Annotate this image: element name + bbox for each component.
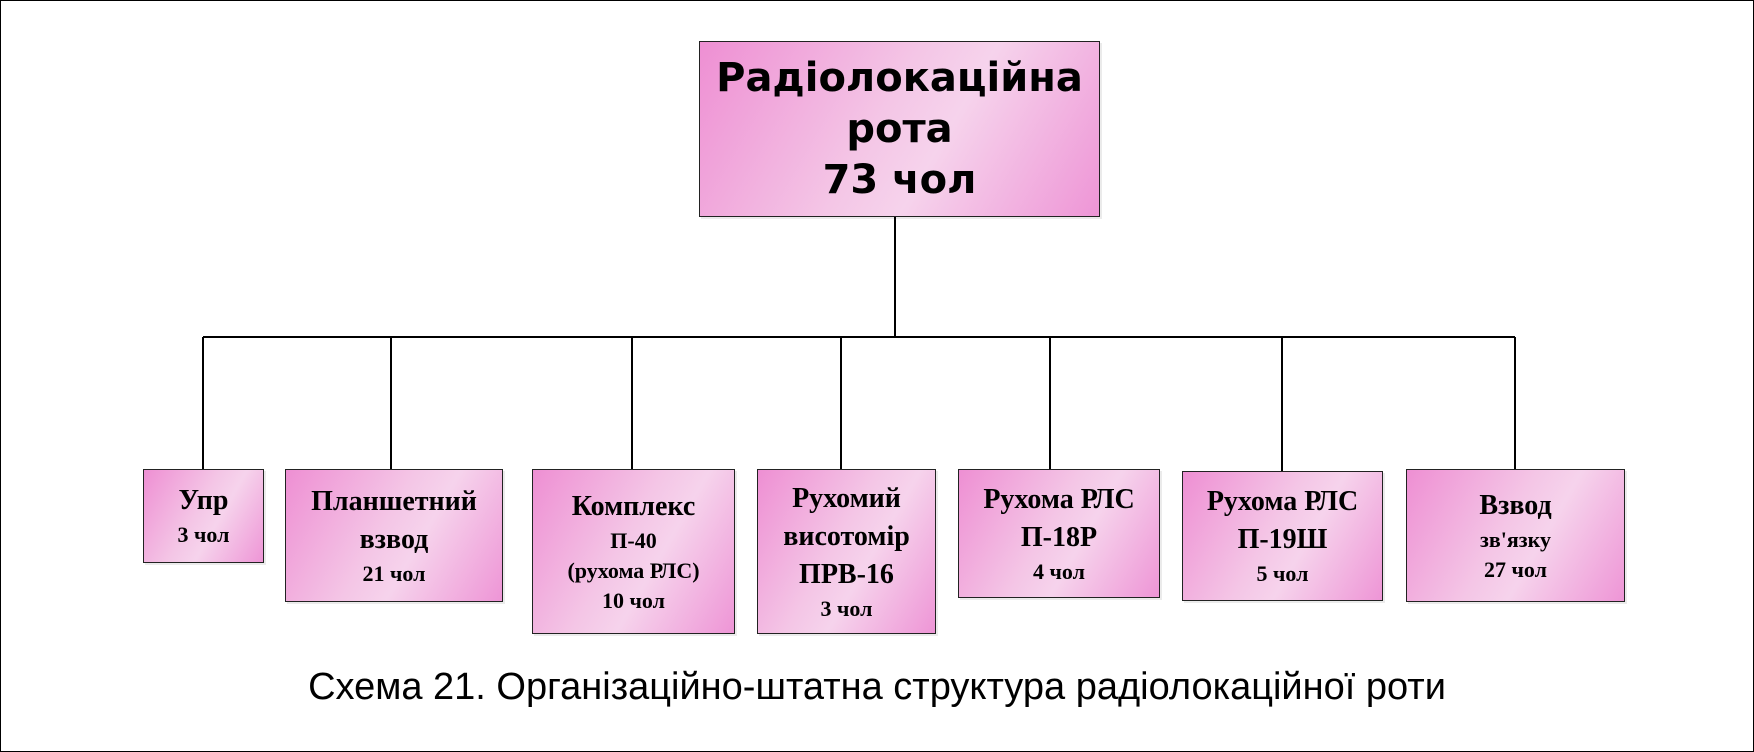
unit-headcount: 4 чол (1033, 558, 1085, 584)
unit-headcount: 21 чол (362, 560, 426, 586)
unit-node-signal-platoon: Взвод зв'язку 27 чол (1406, 469, 1625, 602)
diagram-caption: Схема 21. Організаційно-штатна структура… (308, 666, 1446, 708)
unit-headcount: 10 чол (602, 587, 665, 613)
unit-headcount: 3 чол (820, 595, 873, 621)
unit-label: Взвод (1479, 489, 1552, 521)
root-title: Радіолокаційна (716, 54, 1083, 101)
unit-headcount: 3 чол (177, 522, 230, 547)
root-node: Радіолокаційна рота 73 чол (699, 41, 1100, 217)
unit-label: Рухома РЛС (1206, 486, 1359, 517)
unit-label: П-18Р (1020, 521, 1098, 553)
unit-headcount: 27 чол (1484, 556, 1547, 582)
root-subtitle: рота (846, 105, 953, 152)
unit-label: Упр (178, 485, 229, 516)
unit-headcount: 5 чол (1256, 561, 1309, 586)
unit-label: висотомір (783, 520, 910, 552)
unit-label: (рухома РЛС) (567, 557, 700, 583)
root-headcount: 73 чол (822, 156, 977, 203)
unit-label: Планшетний (311, 485, 477, 517)
unit-node-p18r: Рухома РЛС П-18Р 4 чол (958, 469, 1160, 598)
unit-label: ПРВ-16 (799, 558, 894, 590)
unit-label: П-40 (610, 527, 657, 553)
unit-label: Рухомий (792, 482, 901, 514)
unit-label: Рухома РЛС (983, 483, 1135, 515)
unit-label: Комплекс (571, 490, 696, 522)
unit-node-upr: Упр 3 чол (143, 469, 264, 563)
unit-label: зв'язку (1480, 526, 1551, 552)
unit-label: взвод (359, 523, 429, 555)
unit-node-p40-complex: Комплекс П-40 (рухома РЛС) 10 чол (532, 469, 735, 634)
unit-node-plotting-platoon: Планшетний взвод 21 чол (285, 469, 503, 602)
unit-node-p19sh: Рухома РЛС П-19Ш 5 чол (1182, 471, 1383, 601)
unit-node-prv16: Рухомий висотомір ПРВ-16 3 чол (757, 469, 936, 634)
unit-label: П-19Ш (1237, 524, 1328, 555)
